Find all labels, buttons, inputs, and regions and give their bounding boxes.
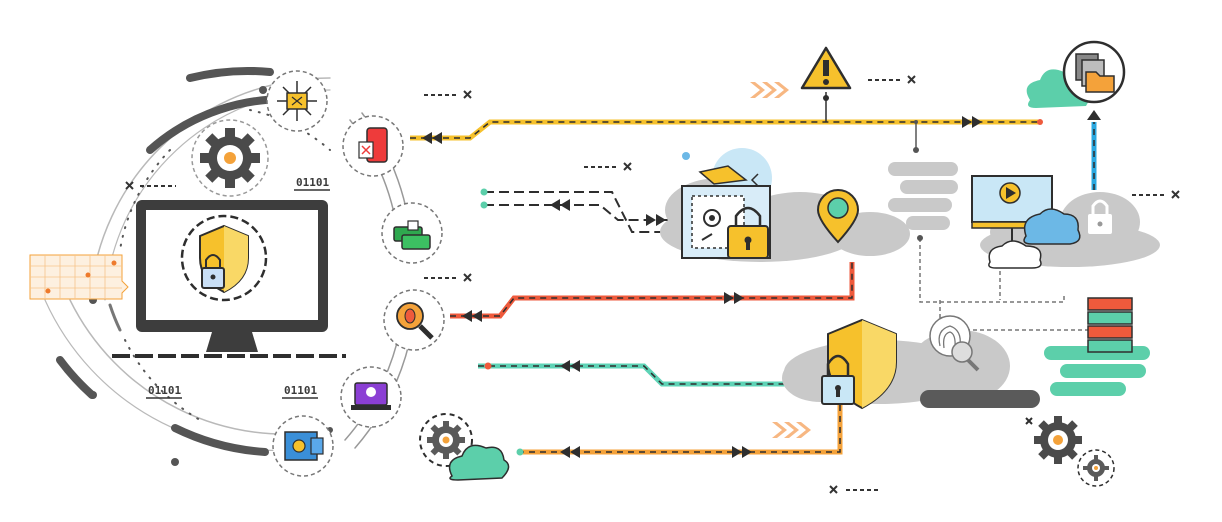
blue-connection-line <box>1087 110 1101 190</box>
safe-box-icon <box>272 415 334 477</box>
orange-connection-line <box>516 400 843 458</box>
gear-icon <box>1034 416 1082 464</box>
gear-icon <box>191 119 269 197</box>
chevrons-right <box>750 82 789 98</box>
network-lock-icon <box>266 70 328 132</box>
teal-connection-line <box>478 360 790 387</box>
chevrons-right <box>772 422 811 438</box>
cash-lock-icon <box>381 202 443 264</box>
hub-dots <box>89 86 333 466</box>
blue-cloud-icon <box>988 208 1081 269</box>
laptop-hacker-icon <box>340 366 402 428</box>
fingerprint-search-icon <box>929 315 980 372</box>
warning-icon <box>800 46 852 122</box>
location-pin-icon <box>816 189 860 244</box>
bug-search-icon <box>383 289 445 351</box>
shield-lock-icon <box>821 318 897 410</box>
black-connection-line <box>480 188 680 233</box>
cloud-folder-icon <box>1026 40 1126 108</box>
grey-wind-shape <box>888 162 958 230</box>
circuit-board-icon <box>29 254 129 300</box>
yellow-connection-line <box>410 116 1043 144</box>
small-marker <box>1025 417 1033 425</box>
gear-icon <box>1077 449 1115 487</box>
mobile-alert-icon <box>342 115 404 177</box>
mint-cloud-icon <box>448 444 510 481</box>
binary-label: 01101 <box>148 384 181 397</box>
cloud-lock-icon <box>1088 199 1112 234</box>
server-rack-icon <box>1044 297 1150 396</box>
binary-labels: 01101 01101 01101 <box>146 176 330 399</box>
vault-card-icon <box>681 148 772 259</box>
binary-label: 01101 <box>296 176 329 189</box>
dash-x-markers <box>125 75 1180 494</box>
gear-icon <box>419 413 473 467</box>
monitor-shield-lock-icon <box>112 200 346 358</box>
binary-label: 01101 <box>284 384 317 397</box>
red-connection-line <box>450 262 855 322</box>
shield-cloud <box>782 330 1040 408</box>
